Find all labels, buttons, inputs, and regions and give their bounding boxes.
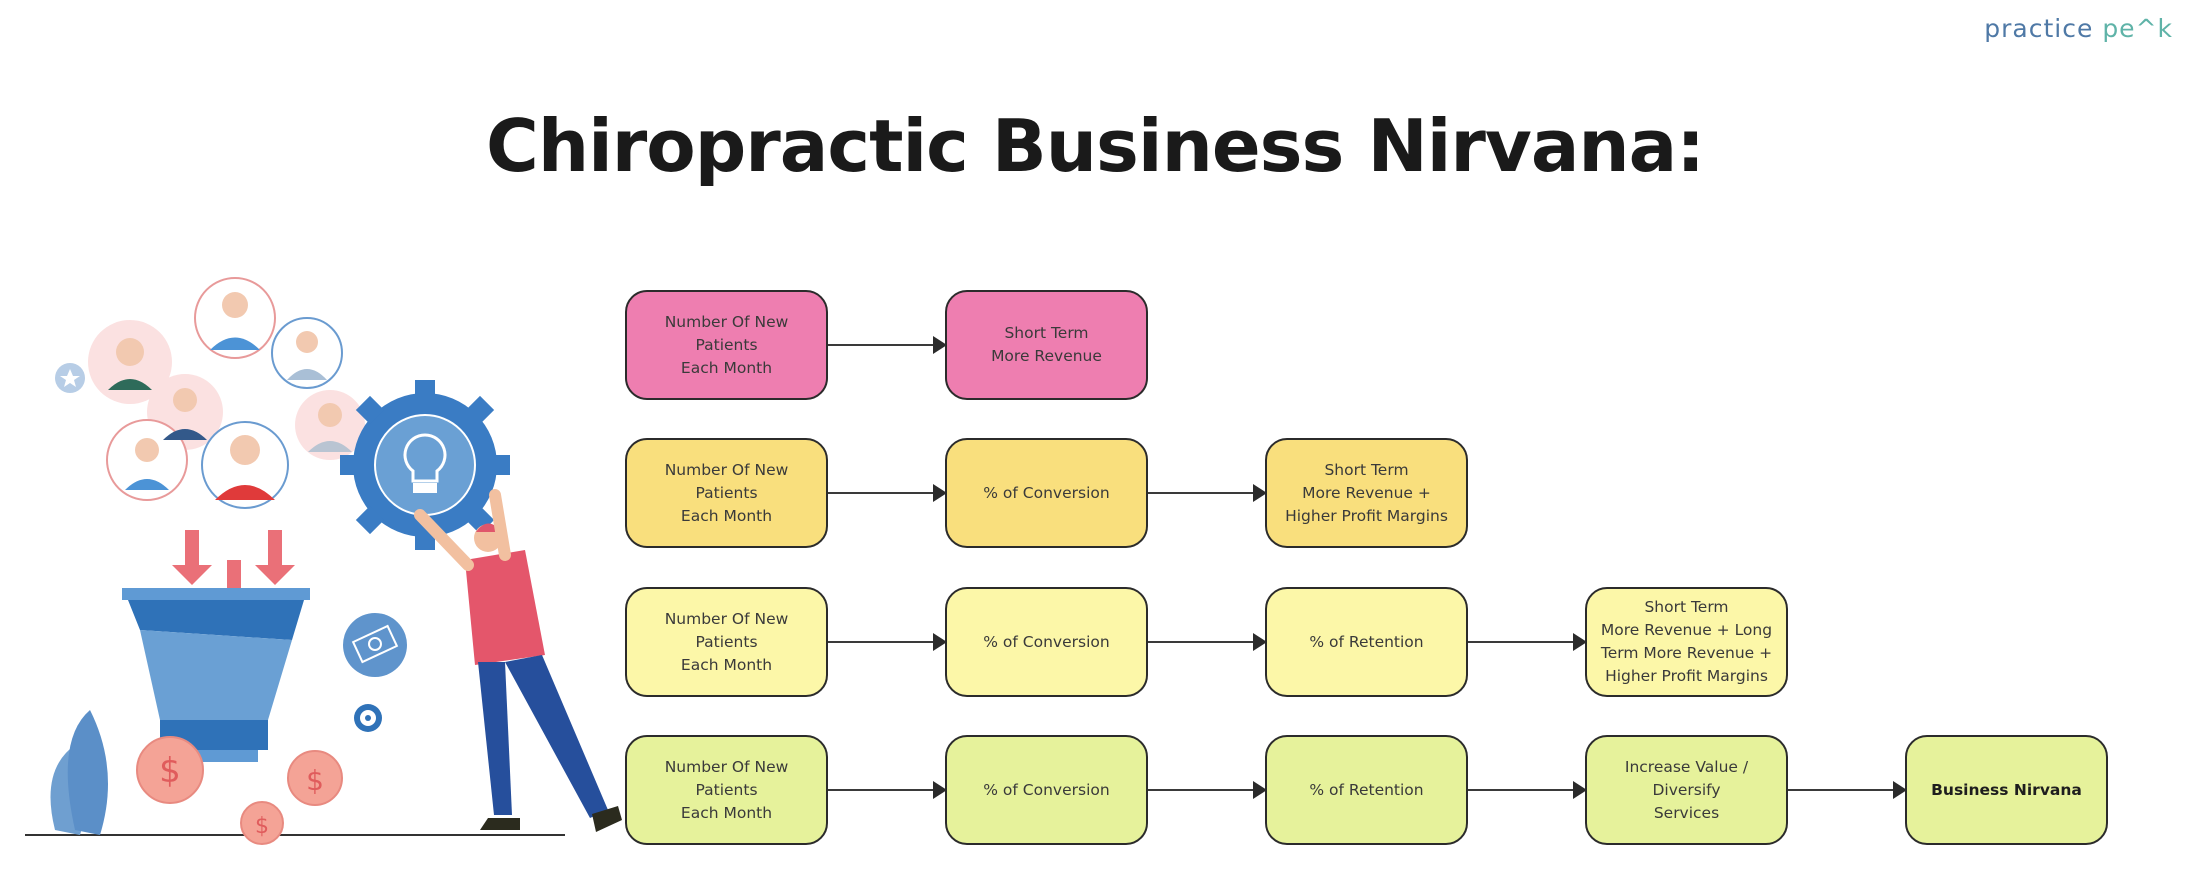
svg-text:$: $ bbox=[159, 751, 181, 791]
svg-text:$: $ bbox=[255, 814, 269, 839]
banknote-icon bbox=[343, 613, 407, 677]
page-title: Chiropractic Business Nirvana: bbox=[486, 104, 1705, 188]
flow-arrow bbox=[828, 633, 947, 651]
flow-box-row2-step3: Short Term More Revenue + Higher Profit … bbox=[1265, 438, 1468, 548]
flow-arrow bbox=[1148, 781, 1267, 799]
practice-peak-logo: practice pe^k bbox=[1984, 14, 2173, 43]
leaf-icon bbox=[50, 710, 108, 835]
flow-box-row4-step4: Increase Value / Diversify Services bbox=[1585, 735, 1788, 845]
flow-box-row4-step3: % of Retention bbox=[1265, 735, 1468, 845]
flow-arrow bbox=[828, 336, 947, 354]
flow-arrow bbox=[1148, 484, 1267, 502]
flow-arrow bbox=[1788, 781, 1907, 799]
flow-arrow bbox=[828, 484, 947, 502]
flow-box-row1-step1: Number Of New Patients Each Month bbox=[625, 290, 828, 400]
svg-text:$: $ bbox=[306, 764, 324, 797]
flow-box-row3-step4: Short Term More Revenue + Long Term More… bbox=[1585, 587, 1788, 697]
star-icon bbox=[55, 363, 85, 393]
flow-box-row2-step2: % of Conversion bbox=[945, 438, 1148, 548]
funnel-illustration: $ $ $ bbox=[25, 277, 622, 845]
down-arrows-icon bbox=[172, 530, 295, 615]
funnel-icon bbox=[122, 588, 310, 762]
flow-box-row4-step5: Business Nirvana bbox=[1905, 735, 2108, 845]
flow-box-row3-step1: Number Of New Patients Each Month bbox=[625, 587, 828, 697]
people-circles-icon bbox=[88, 277, 365, 509]
dollar-coin-icon: $ $ $ bbox=[136, 736, 343, 845]
small-gear-icon bbox=[354, 704, 382, 732]
flow-arrow bbox=[1148, 633, 1267, 651]
logo-text-practice: practice bbox=[1984, 14, 2094, 43]
flow-box-row4-step1: Number Of New Patients Each Month bbox=[625, 735, 828, 845]
person-pushing-gear-icon bbox=[414, 489, 622, 832]
logo-text-peak: pe^k bbox=[2102, 14, 2173, 43]
gear-lightbulb-icon bbox=[340, 380, 510, 550]
flow-box-row1-step2: Short Term More Revenue bbox=[945, 290, 1148, 400]
flow-arrow bbox=[828, 781, 947, 799]
flow-arrow bbox=[1468, 781, 1587, 799]
flow-box-row3-step2: % of Conversion bbox=[945, 587, 1148, 697]
flow-box-row4-step2: % of Conversion bbox=[945, 735, 1148, 845]
flow-box-row3-step3: % of Retention bbox=[1265, 587, 1468, 697]
flow-box-row2-step1: Number Of New Patients Each Month bbox=[625, 438, 828, 548]
flow-arrow bbox=[1468, 633, 1587, 651]
